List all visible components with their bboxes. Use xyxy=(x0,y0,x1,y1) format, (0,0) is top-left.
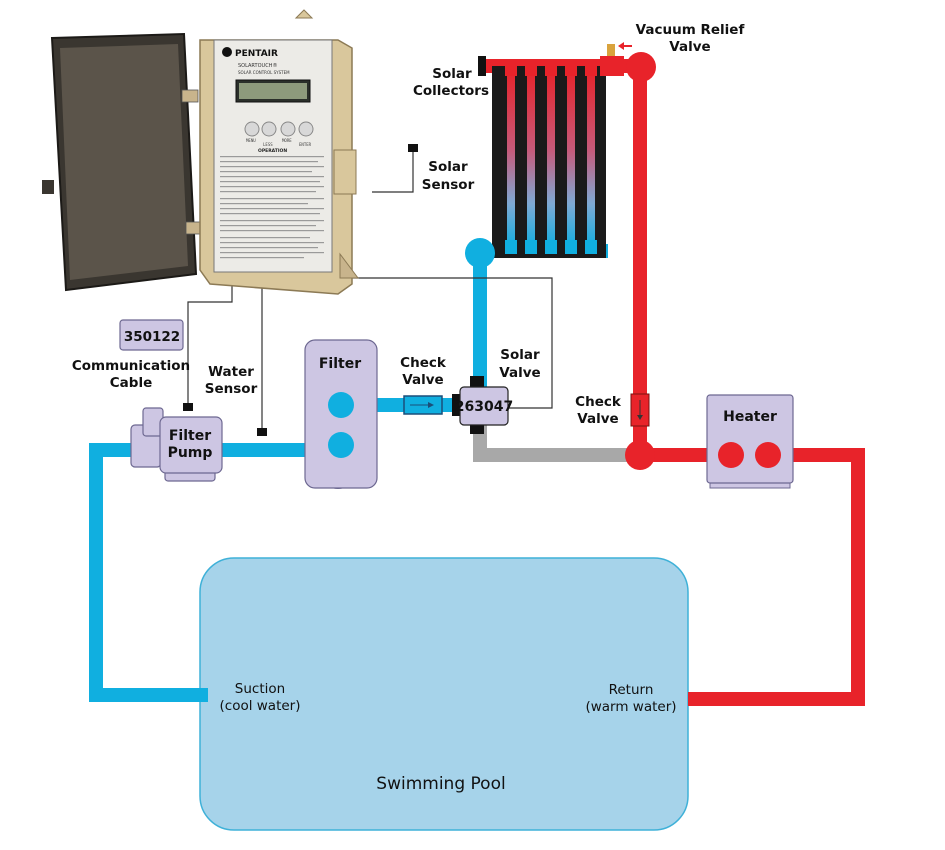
water-sensor-label: Water Sensor xyxy=(205,364,258,397)
check-valve-left xyxy=(403,395,443,415)
water-sensor-icon xyxy=(257,428,267,436)
check-valve-right xyxy=(630,393,650,427)
enter-button-label: ENTER xyxy=(299,142,312,147)
svg-text:Return: Return xyxy=(609,682,654,698)
heater-label: Heater xyxy=(723,409,777,425)
solar-sensor-label: Solar Sensor xyxy=(422,159,475,193)
less-button-label: LESS xyxy=(263,142,273,147)
vacuum-relief-valve xyxy=(600,42,632,76)
vacuum-relief-valve-label: Vacuum Relief Valve xyxy=(636,22,745,55)
filter-pump xyxy=(130,407,223,482)
svg-text:Valve: Valve xyxy=(499,365,540,381)
filter-pump-label: Filter Pump xyxy=(168,428,213,461)
elbow-bottom-left xyxy=(465,238,495,268)
suction-label: Suction (cool water) xyxy=(220,681,301,714)
svg-text:Check: Check xyxy=(575,394,622,410)
svg-text:Sensor: Sensor xyxy=(205,381,258,397)
controller-subtitle: SOLAR CONTROL SYSTEM xyxy=(238,70,290,75)
svg-text:Sensor: Sensor xyxy=(422,177,475,193)
controller-model: SOLARTOUCH® xyxy=(238,62,277,69)
operation-heading: OPERATION xyxy=(258,148,287,154)
svg-text:Filter: Filter xyxy=(169,428,211,444)
svg-text:Vacuum Relief: Vacuum Relief xyxy=(636,22,745,38)
svg-text:Water: Water xyxy=(208,364,254,380)
menu-button[interactable] xyxy=(244,121,260,137)
svg-text:(warm water): (warm water) xyxy=(585,699,676,715)
controller-brand: PENTAIR xyxy=(235,49,278,59)
svg-text:Check: Check xyxy=(400,355,447,371)
control-wiring xyxy=(187,150,553,432)
svg-text:Cable: Cable xyxy=(110,375,152,391)
communication-cable-label: Communication Cable xyxy=(72,358,190,391)
part-263047-label: 263047 xyxy=(455,399,513,415)
svg-text:Suction: Suction xyxy=(235,681,285,697)
part-350122-box xyxy=(119,319,184,351)
less-button[interactable] xyxy=(261,121,277,137)
more-button[interactable] xyxy=(280,121,296,137)
svg-text:Pump: Pump xyxy=(168,445,213,461)
check-valve-left-label: Check Valve xyxy=(400,355,447,388)
solar-collectors xyxy=(478,56,606,258)
menu-button-label: MENU xyxy=(246,138,256,143)
enter-button[interactable] xyxy=(298,121,314,137)
svg-text:Solar: Solar xyxy=(432,66,472,82)
instruction-text-lines xyxy=(220,156,324,259)
return-label: Return (warm water) xyxy=(585,682,676,715)
more-button-label: MORE xyxy=(282,138,292,143)
svg-text:Solar: Solar xyxy=(428,159,468,175)
svg-text:Valve: Valve xyxy=(669,39,710,55)
heater xyxy=(706,394,794,489)
svg-text:Valve: Valve xyxy=(402,372,443,388)
svg-text:Solar: Solar xyxy=(500,347,540,363)
solar-sensor-icon xyxy=(408,144,418,152)
pump-connector-icon xyxy=(183,403,193,411)
solar-valve-263047 xyxy=(452,376,509,434)
swimming-pool-label: Swimming Pool xyxy=(376,774,505,794)
controller-enclosure: PENTAIR SOLARTOUCH® SOLAR CONTROL SYSTEM… xyxy=(42,9,359,295)
svg-text:(cool water): (cool water) xyxy=(220,698,301,714)
filter-label: Filter xyxy=(319,356,361,372)
svg-text:Collectors: Collectors xyxy=(413,83,489,99)
check-valve-right-label: Check Valve xyxy=(575,394,622,427)
solar-collectors-label: Solar Collectors xyxy=(413,66,489,99)
part-350122-label: 350122 xyxy=(124,329,180,345)
filter xyxy=(304,339,378,489)
svg-text:Valve: Valve xyxy=(577,411,618,427)
svg-text:Communication: Communication xyxy=(72,358,190,374)
elbow-top-right xyxy=(626,52,656,82)
solar-valve-label: Solar Valve xyxy=(499,347,540,381)
tee-heater-junction xyxy=(625,440,655,470)
